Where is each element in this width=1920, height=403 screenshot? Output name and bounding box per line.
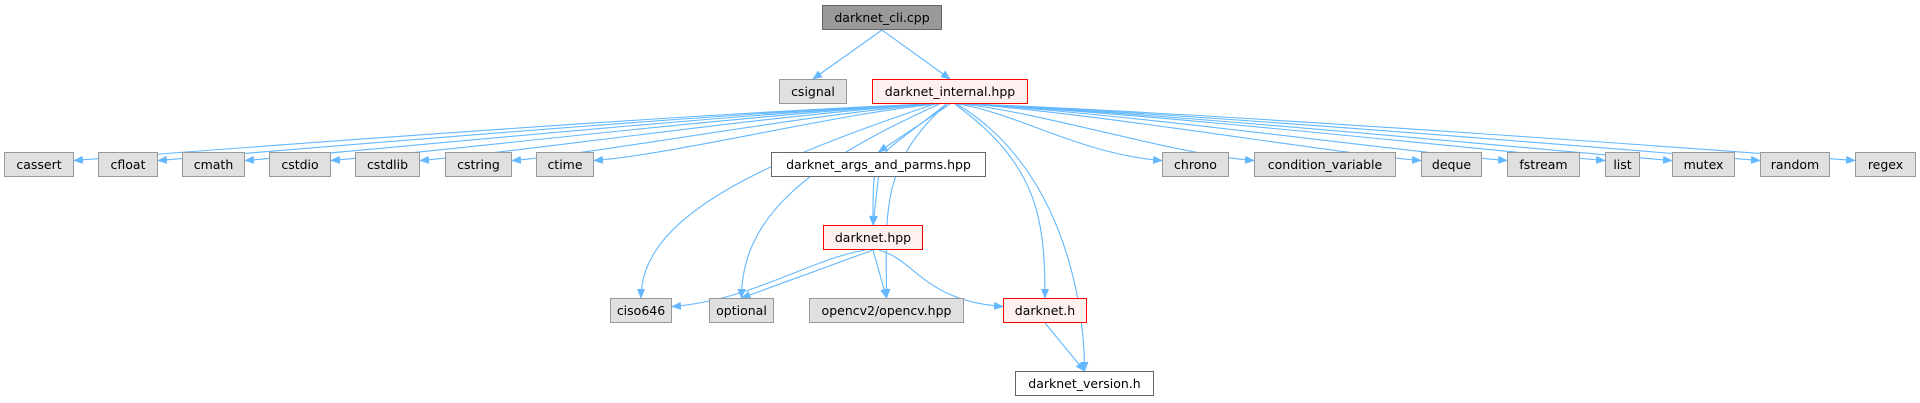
node-deque[interactable]: deque	[1421, 152, 1482, 177]
node-condition-variable[interactable]: condition_variable	[1254, 152, 1396, 177]
edge-darknet_h-to-darknet_version_h	[1044, 322, 1086, 372]
node-darknet-hpp[interactable]: darknet.hpp	[823, 225, 923, 250]
node-fstream[interactable]: fstream	[1507, 152, 1580, 177]
edge-darknet_internal_hpp-to-ctime	[593, 103, 938, 164]
node-darknet-internal-hpp[interactable]: darknet_internal.hpp	[872, 79, 1028, 104]
node-regex[interactable]: regex	[1855, 152, 1916, 177]
edge-darknet_hpp-to-optional	[740, 249, 874, 299]
edge-darknet_internal_hpp-to-darknet_version_h	[956, 103, 1089, 372]
node-mutex[interactable]: mutex	[1672, 152, 1735, 177]
node-list[interactable]: list	[1605, 152, 1640, 177]
node-darknet-args-and-parms-hpp[interactable]: darknet_args_and_parms.hpp	[771, 152, 986, 177]
edge-darknet_internal_hpp-to-optional	[737, 103, 940, 299]
node-random[interactable]: random	[1760, 152, 1830, 177]
edge-darknet_internal_hpp-to-chrono	[958, 103, 1163, 164]
edge-darknet_internal_hpp-to-opencv_hpp	[882, 103, 948, 299]
node-ctime[interactable]: ctime	[536, 152, 594, 177]
node-cstdio[interactable]: cstdio	[269, 152, 331, 177]
node-darknet-h[interactable]: darknet.h	[1003, 298, 1087, 323]
edge-darknet_cli_cpp-to-csignal	[812, 29, 883, 80]
edge-darknet_hpp-to-darknet_h	[878, 249, 1004, 310]
node-darknet-version-h[interactable]: darknet_version.h	[1015, 371, 1154, 396]
node-cstdlib[interactable]: cstdlib	[355, 152, 420, 177]
edge-darknet_args_and_parms_hpp-to-darknet_hpp	[870, 176, 880, 226]
node-darknet-cli-cpp[interactable]: darknet_cli.cpp	[822, 5, 942, 30]
node-chrono[interactable]: chrono	[1162, 152, 1229, 177]
node-opencv-hpp[interactable]: opencv2/opencv.hpp	[809, 298, 964, 323]
node-cassert[interactable]: cassert	[4, 152, 74, 177]
edge-darknet_cli_cpp-to-darknet_internal_hpp	[881, 29, 951, 80]
node-ciso646[interactable]: ciso646	[610, 298, 672, 323]
edge-darknet_hpp-to-opencv_hpp	[872, 249, 888, 299]
node-cmath[interactable]: cmath	[182, 152, 245, 177]
node-cfloat[interactable]: cfloat	[98, 152, 158, 177]
edge-darknet_hpp-to-ciso646	[671, 249, 866, 310]
node-optional[interactable]: optional	[709, 298, 774, 323]
edge-darknet_internal_hpp-to-darknet_h	[954, 103, 1049, 299]
node-cstring[interactable]: cstring	[445, 152, 512, 177]
edge-darknet_internal_hpp-to-ciso646	[637, 103, 935, 299]
node-csignal[interactable]: csignal	[779, 79, 847, 104]
